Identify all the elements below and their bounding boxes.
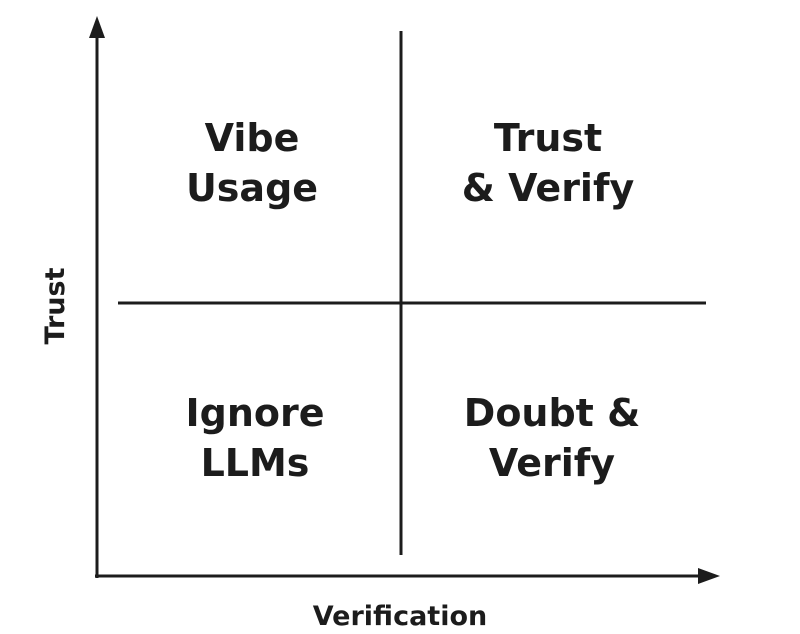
quadrant-bottom-right-line2: Verify [489, 441, 615, 485]
x-axis-arrow-icon [698, 568, 720, 584]
quadrant-top-right-line1: Trust [494, 116, 602, 160]
x-axis-label: Verification [313, 601, 487, 632]
quadrant-bottom-right-line1: Doubt & [464, 391, 640, 435]
y-axis-arrow-icon [89, 16, 105, 38]
quadrant-top-left-line2: Usage [186, 166, 318, 210]
quadrant-bottom-left-line1: Ignore [185, 391, 324, 435]
y-axis-label: Trust [40, 267, 71, 344]
quadrant-bottom-left-line2: LLMs [201, 441, 310, 485]
quadrant-top-right-line2: & Verify [462, 166, 635, 210]
quadrant-top-left-line1: Vibe [205, 116, 300, 160]
